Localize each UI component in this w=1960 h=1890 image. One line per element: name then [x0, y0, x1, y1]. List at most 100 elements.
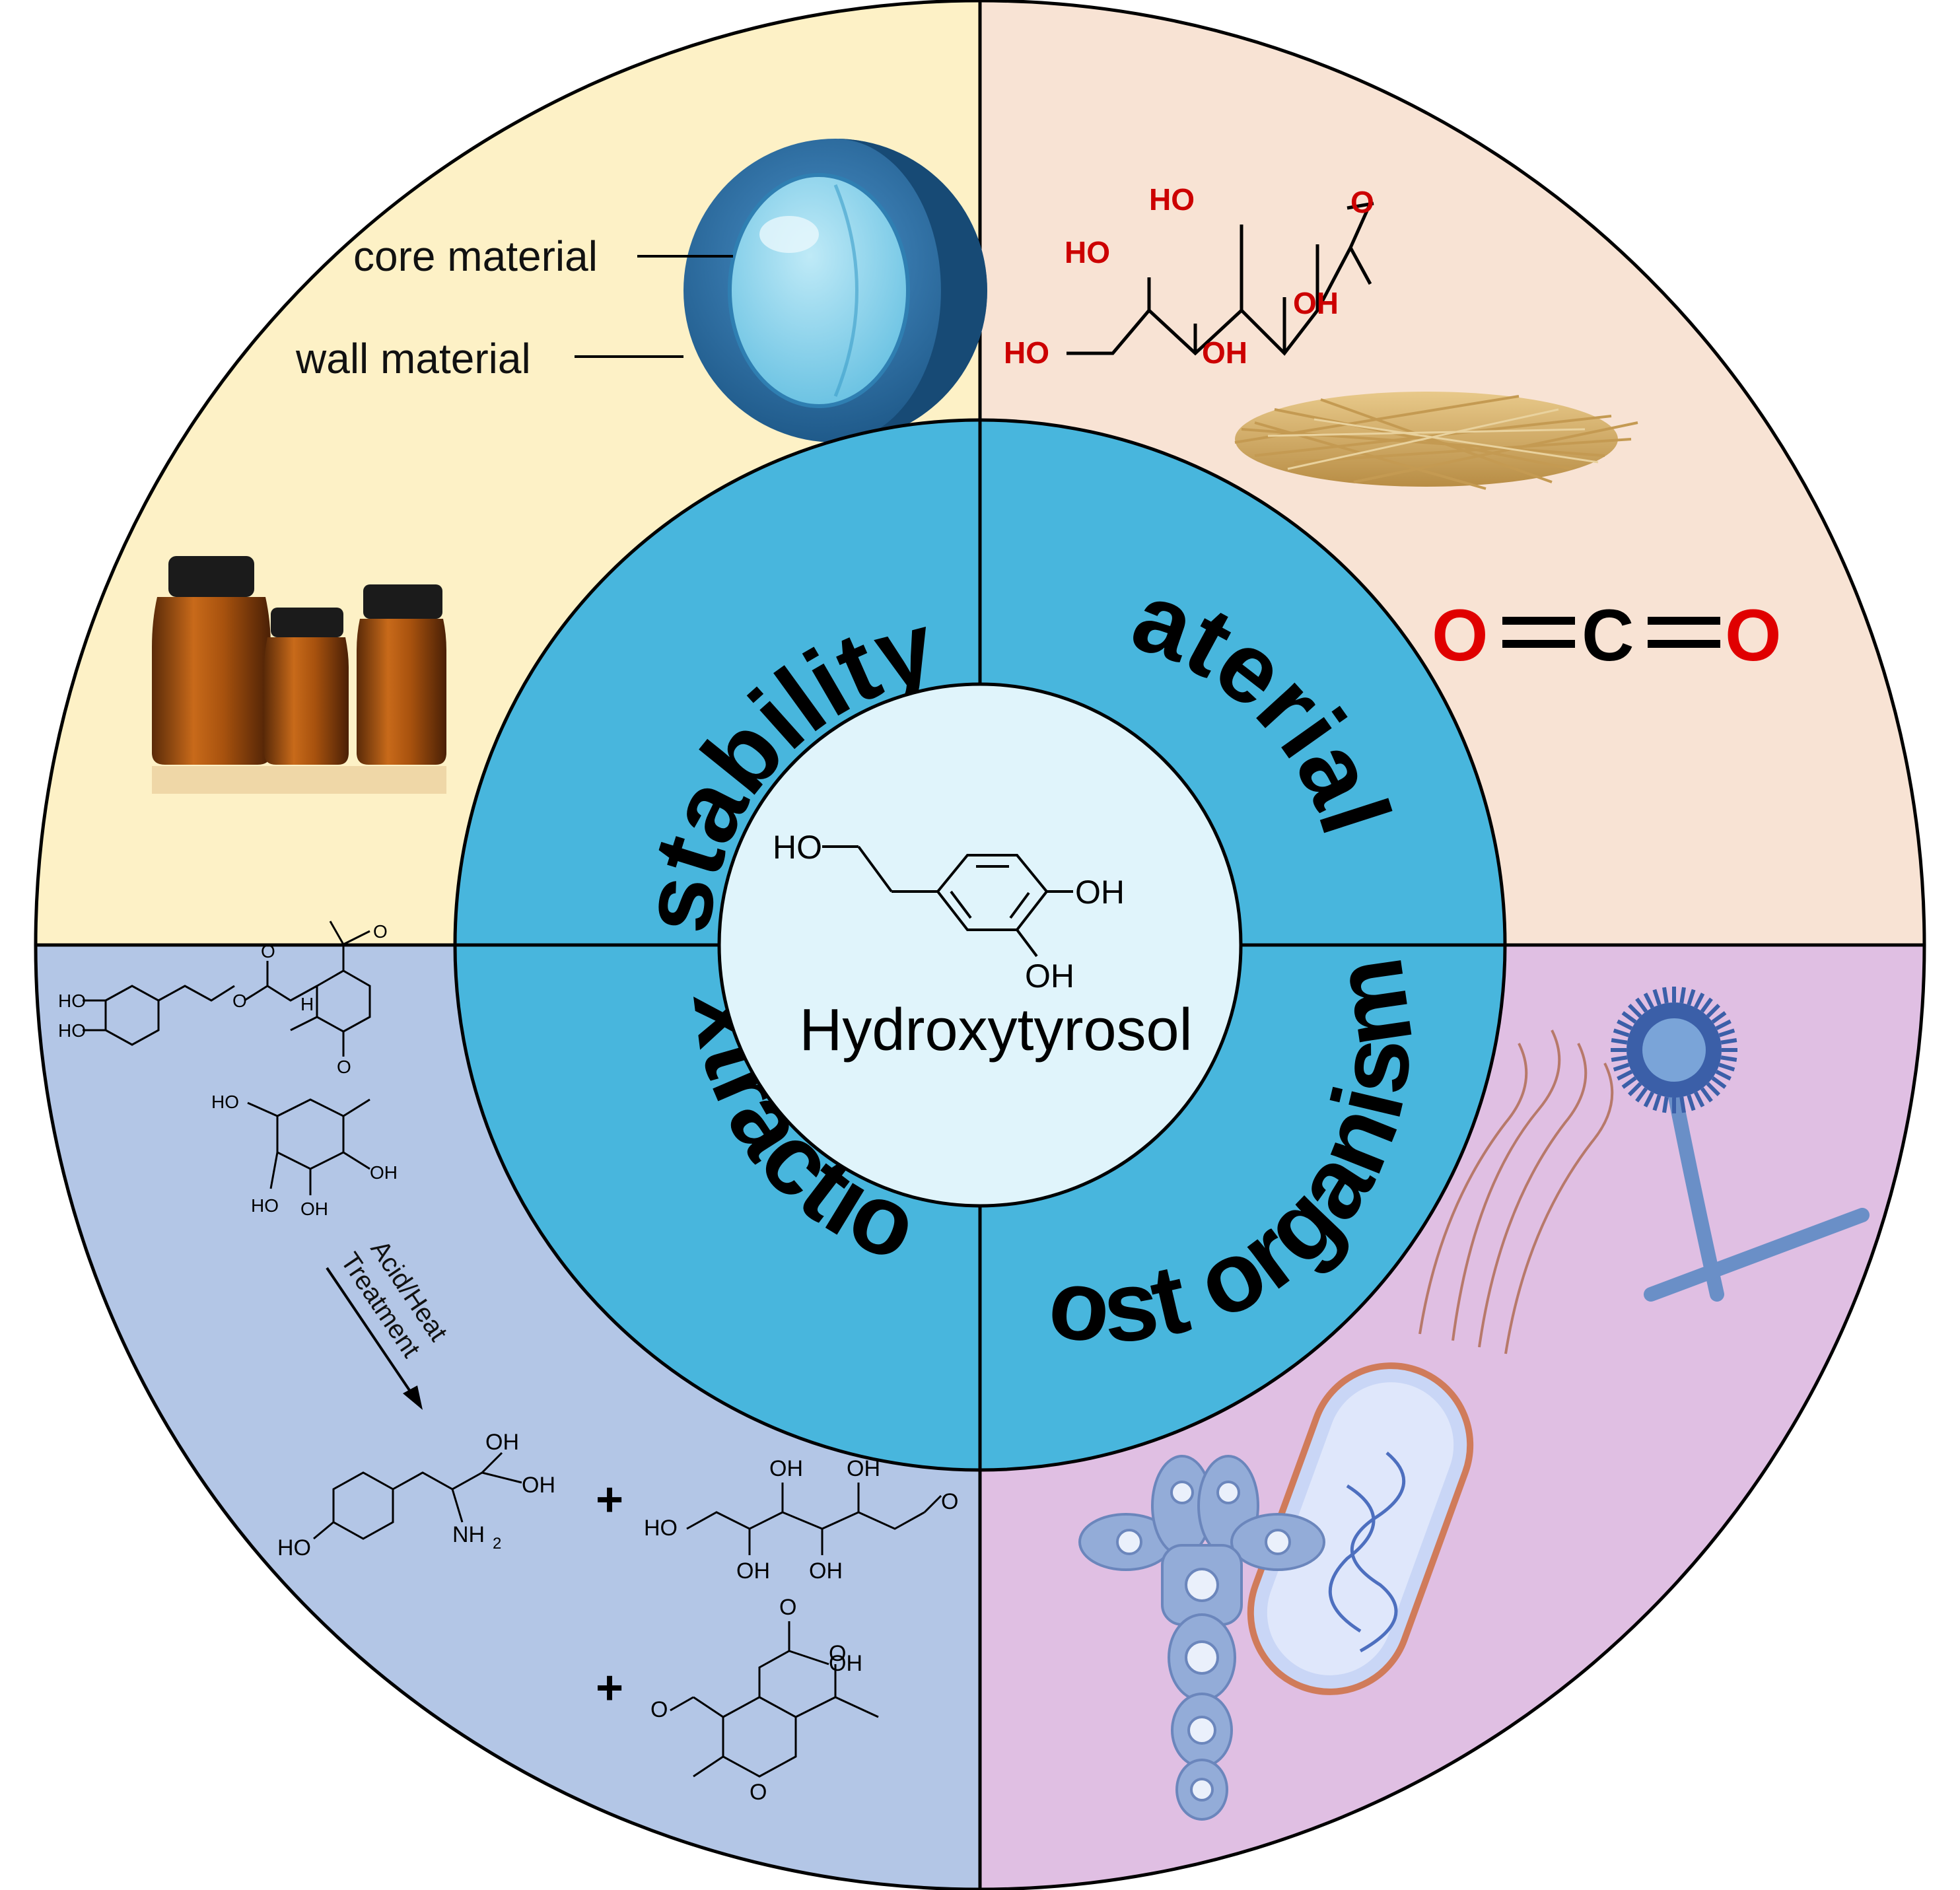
acid-label-4: O	[750, 1780, 767, 1805]
acid-heat-arrow	[326, 1267, 423, 1410]
conidium-spike	[1687, 1094, 1696, 1111]
hydroxytyrosol-ho-label: HO	[773, 829, 822, 866]
oleu-label-2: O	[232, 991, 247, 1011]
center-circle	[717, 682, 1243, 1208]
bacterium-illustration	[1247, 1362, 1474, 1695]
tyr-label-1: OH	[522, 1473, 555, 1498]
conidium-spike	[1617, 1019, 1633, 1030]
acid-label-1: OH	[829, 1651, 862, 1676]
oleu-label-7: HO	[211, 1092, 239, 1112]
sug-label-2: HO	[644, 1516, 678, 1541]
conidium-spike	[1662, 1096, 1669, 1113]
straw-illustration	[1234, 392, 1638, 490]
conidium-spike	[1700, 997, 1713, 1013]
oleu-label-6: O	[337, 1057, 351, 1077]
conidium-spike	[1679, 1096, 1686, 1113]
oleu-label-10: HO	[251, 1195, 279, 1216]
acid-label-0: O	[779, 1595, 796, 1620]
conidium-spike	[1643, 1091, 1654, 1107]
conidium-spike	[1720, 1038, 1737, 1045]
glucose-structure-red	[1067, 201, 1374, 356]
conidium-spike	[1694, 1091, 1705, 1107]
aspergillus-illustration	[1611, 987, 1870, 1302]
glucose-label-3: OH	[1293, 286, 1339, 320]
elenolic-acid-labels: O OH O O O	[650, 1595, 862, 1805]
tyrosol-amine-structure	[313, 1452, 522, 1540]
glucose-label-5: HO	[1004, 335, 1049, 370]
sugar-black-labels: OH OH HO OH OH O	[644, 1456, 958, 1584]
conidium-spike	[1662, 987, 1669, 1004]
conidium-spike	[1611, 1038, 1628, 1045]
oleu-label-8: OH	[370, 1162, 398, 1183]
co2-oxygen-right: O	[1725, 595, 1782, 676]
conidium-spike	[1720, 1055, 1737, 1062]
conidium-spike	[1635, 1087, 1648, 1103]
hydroxytyrosol-structure	[822, 845, 1073, 958]
flagella-illustration	[1418, 1030, 1614, 1354]
hydroxytyrosol-oh-label-2: OH	[1025, 958, 1074, 995]
conidium-spike	[1643, 993, 1654, 1009]
conidium-spike	[1718, 1063, 1735, 1072]
conidium-spike	[1706, 1003, 1721, 1018]
conidium-spike	[1711, 1011, 1727, 1024]
ring-dividers	[455, 420, 1505, 1470]
sug-label-5: O	[941, 1489, 958, 1514]
conidium-spike	[1627, 1003, 1642, 1018]
oleu-label-1: HO	[58, 1020, 86, 1041]
core-material-label: core material	[353, 232, 598, 280]
conidium-spike	[1621, 1011, 1637, 1024]
acid-label-3: O	[650, 1697, 668, 1722]
glucose-label-4: OH	[1202, 335, 1247, 370]
tyr-label-3: NH	[452, 1522, 485, 1547]
conidium-spike	[1715, 1019, 1732, 1030]
conidium-spike	[1621, 1076, 1637, 1089]
conidium-spike	[1687, 989, 1696, 1006]
oleuropein-structure	[83, 921, 371, 1195]
conidium-spike	[1718, 1028, 1735, 1037]
conidium-spike	[1652, 989, 1662, 1006]
oleu-label-0: HO	[58, 991, 86, 1011]
sug-label-4: OH	[809, 1558, 843, 1584]
conidium-spike	[1700, 1087, 1713, 1103]
oleu-label-3: O	[261, 941, 275, 962]
acid-label-2: O	[829, 1641, 846, 1666]
glucose-label-2: HO	[1065, 235, 1110, 269]
conidium-spike	[1711, 1076, 1727, 1089]
conidium-spike	[1679, 987, 1686, 1004]
hydroxytyrosol-oh-label-1: OH	[1075, 874, 1125, 911]
tyr-label-2: HO	[277, 1535, 311, 1560]
tyr-label-4: 2	[493, 1535, 501, 1553]
conidium-spike	[1706, 1082, 1721, 1097]
tyr-label-0: OH	[485, 1430, 519, 1455]
elenolic-acid-structure	[670, 1621, 879, 1778]
conidium-spike	[1611, 1055, 1628, 1062]
oleu-label-5: H	[300, 994, 314, 1014]
co2-oxygen-left: O	[1432, 595, 1488, 676]
conidium-spike	[1715, 1070, 1732, 1081]
sug-label-3: OH	[736, 1558, 770, 1584]
co2-structure	[1502, 617, 1720, 648]
glucose-label-1: HO	[1149, 182, 1195, 217]
oleu-label-4: O	[373, 921, 388, 942]
microcapsule-illustration	[575, 139, 987, 442]
sug-label-0: OH	[769, 1456, 803, 1481]
conidium-spike	[1694, 993, 1705, 1009]
hydroxytyrosol-title: Hydroxytyrosol	[799, 997, 1192, 1063]
conidium-spike	[1613, 1028, 1630, 1037]
yeast-chain-illustration	[1078, 1455, 1325, 1821]
oleuropein-labels: HO HO O O O H O HO OH OH HO	[58, 921, 398, 1219]
conidium-spike	[1635, 997, 1648, 1013]
amber-bottles-illustration	[152, 556, 446, 794]
wall-material-label: wall material	[295, 335, 531, 382]
outer-circle-border	[34, 0, 1926, 1890]
conidium-spike	[1617, 1070, 1633, 1081]
glucose-aldehyde-o: O	[1350, 185, 1374, 219]
glucose-labels: HO HO OH OH HO O	[1004, 182, 1374, 370]
conidium-spike	[1652, 1094, 1662, 1111]
conidium-spike	[1627, 1082, 1642, 1097]
plus-sign-2: +	[596, 1662, 623, 1714]
plus-sign-1: +	[596, 1473, 623, 1526]
conidium-spike	[1613, 1063, 1630, 1072]
oleu-label-9: OH	[300, 1199, 328, 1219]
